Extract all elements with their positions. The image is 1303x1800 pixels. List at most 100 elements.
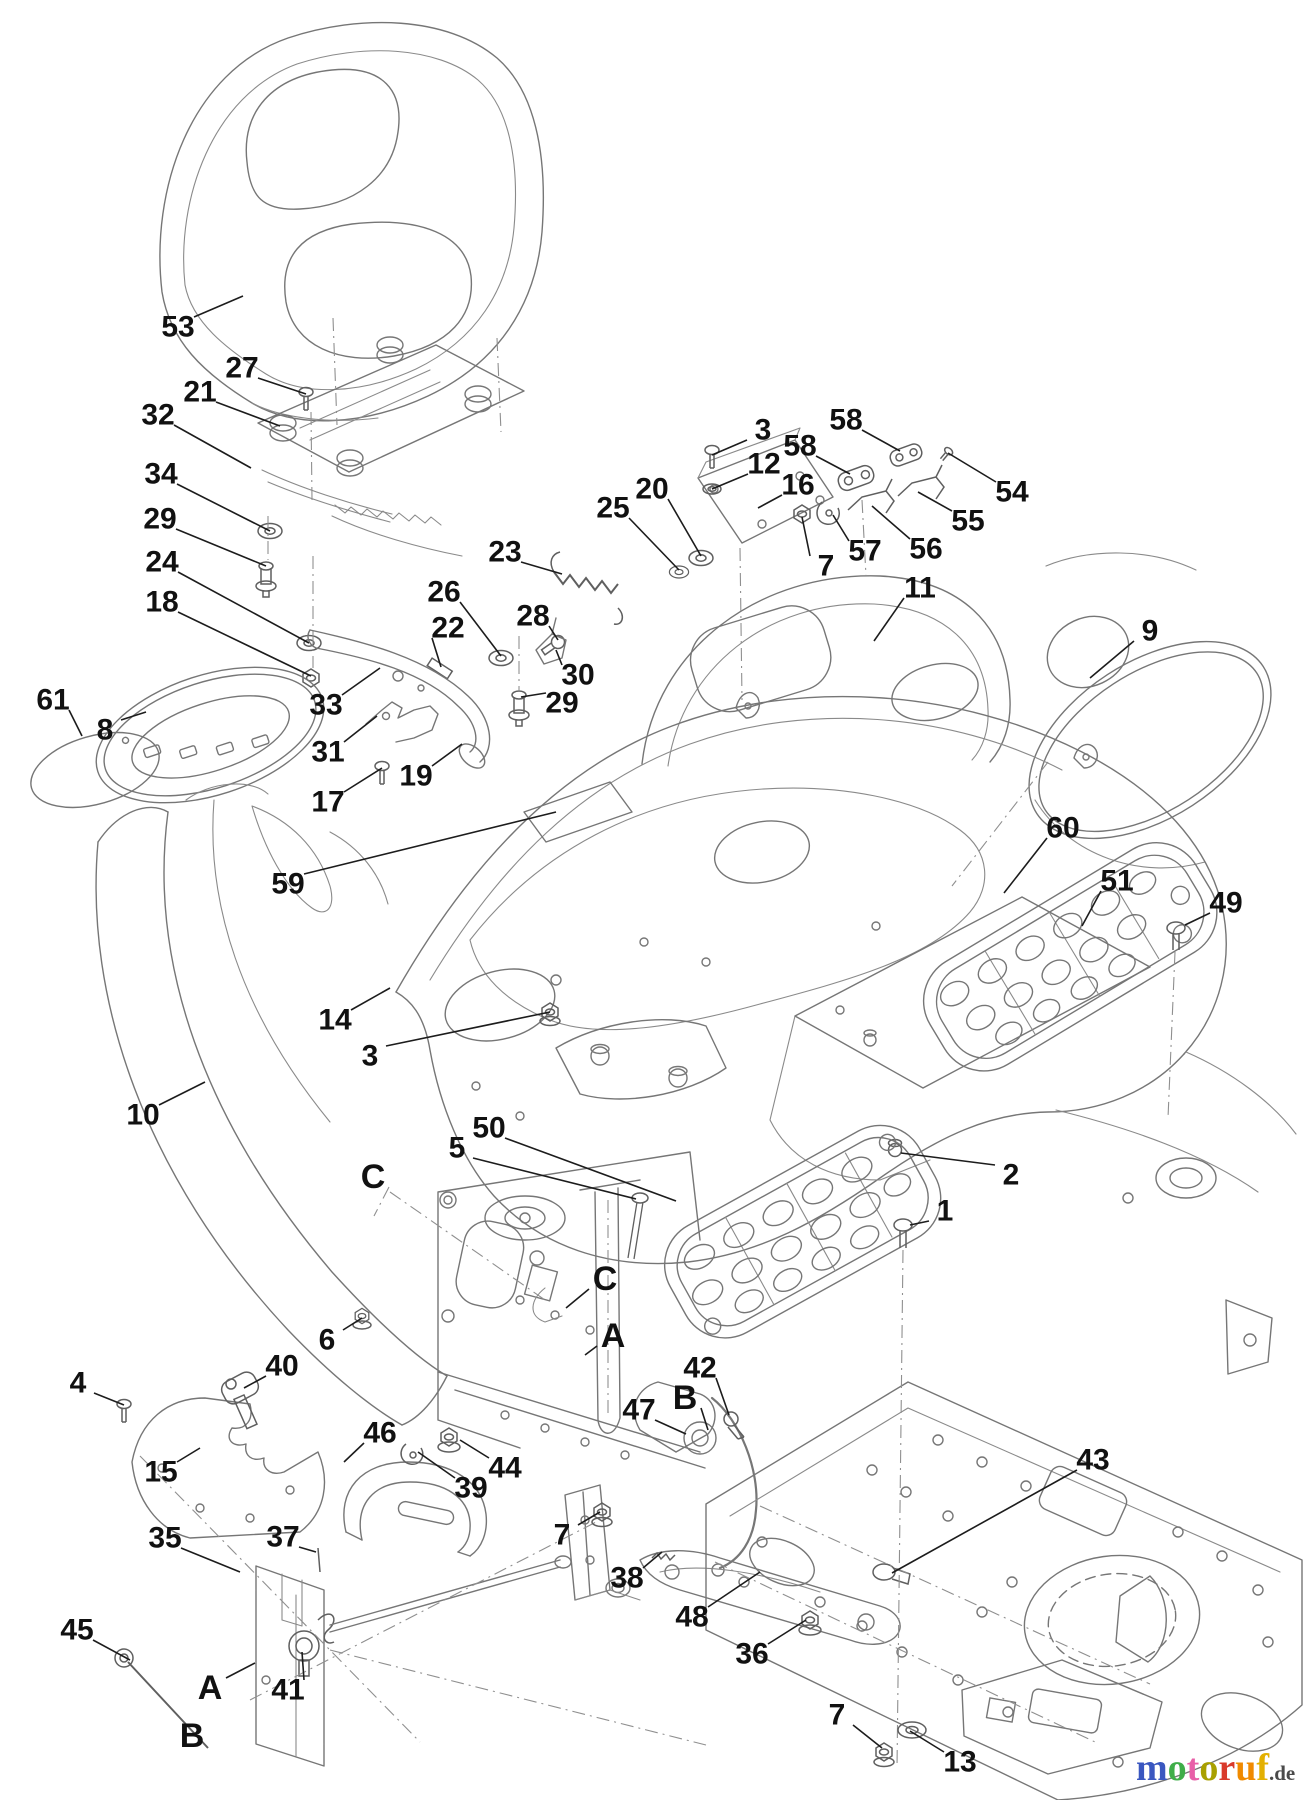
callout-47: 47 xyxy=(622,1394,655,1427)
callout-C: C xyxy=(593,1260,618,1298)
leader-line-48 xyxy=(707,1571,761,1608)
callout-50: 50 xyxy=(472,1112,505,1145)
leader-line-53 xyxy=(193,295,244,318)
seat-latch-bracket xyxy=(697,427,834,544)
leader-line-61 xyxy=(68,709,83,737)
callout-61: 61 xyxy=(36,684,69,717)
washer-13 xyxy=(897,1721,927,1739)
seat-alignment-dashes xyxy=(332,317,502,433)
clip-39 xyxy=(400,1443,424,1465)
leader-line-10 xyxy=(158,1081,206,1106)
callout-15: 15 xyxy=(144,1456,177,1489)
pin-37 xyxy=(317,1547,321,1573)
callout-32: 32 xyxy=(141,399,174,432)
watermark-letter: r xyxy=(1218,1747,1236,1789)
callout-25: 25 xyxy=(596,492,629,525)
callout-11: 11 xyxy=(904,572,936,605)
callout-layer: 5327213234292418222623283029333117196185… xyxy=(36,295,1243,1779)
left-armrest-pad xyxy=(95,666,325,804)
bolt-42 xyxy=(723,1411,745,1440)
backrest-panel xyxy=(641,575,1098,769)
motoruf-watermark: motoruf.de xyxy=(1136,1748,1303,1793)
callout-5: 5 xyxy=(449,1132,466,1165)
callout-37: 37 xyxy=(266,1521,299,1554)
callout-60: 60 xyxy=(1046,812,1079,845)
leader-line-23 xyxy=(520,561,563,575)
leader-line-37 xyxy=(298,1546,317,1553)
callout-58: 58 xyxy=(783,430,816,463)
leader-line-A xyxy=(584,1345,598,1356)
axle-bolt-43 xyxy=(872,1563,911,1585)
leader-line-3 xyxy=(385,1011,551,1047)
leader-line-28 xyxy=(548,625,559,641)
leader-line-39 xyxy=(417,1451,456,1479)
leader-line-24 xyxy=(177,571,310,644)
lift-rod-45 xyxy=(114,1648,209,1749)
callout-8: 8 xyxy=(97,714,114,747)
nut-7-left xyxy=(591,1502,613,1528)
lower-frame-dashes xyxy=(139,1455,707,1746)
callout-19: 19 xyxy=(399,760,432,793)
callout-57: 57 xyxy=(848,535,881,568)
callout-35: 35 xyxy=(148,1522,181,1555)
footrest-pad-right xyxy=(922,841,1218,1072)
seat-switch-hardware xyxy=(816,443,954,525)
leader-line-34 xyxy=(176,483,271,532)
callout-4: 4 xyxy=(70,1367,87,1400)
leader-line-1 xyxy=(909,1220,930,1226)
leader-line-18 xyxy=(177,611,312,677)
callout-B: B xyxy=(180,1717,205,1755)
callout-39: 39 xyxy=(454,1472,487,1505)
leader-line-42 xyxy=(715,1377,730,1416)
callout-45: 45 xyxy=(60,1614,93,1647)
callout-59: 59 xyxy=(271,868,304,901)
leader-line-58 xyxy=(815,455,851,475)
frame-center-dashes xyxy=(389,1191,609,1415)
pin-5 xyxy=(627,1192,649,1260)
seat-cushion xyxy=(159,21,545,422)
watermark-letter: o xyxy=(1199,1747,1219,1789)
callout-56: 56 xyxy=(909,533,942,566)
leader-line-43 xyxy=(891,1469,1078,1574)
armrest-alignment-dash xyxy=(951,761,1049,887)
flange-nut-3 xyxy=(539,1002,561,1027)
callout-3: 3 xyxy=(755,414,772,447)
chassis-dashes xyxy=(714,1249,1151,1769)
callout-43: 43 xyxy=(1076,1444,1109,1477)
callout-30: 30 xyxy=(561,659,594,692)
pin-49 xyxy=(1166,921,1186,950)
callout-A: A xyxy=(198,1669,223,1707)
tension-spring xyxy=(550,551,624,625)
seat-plate-hardware xyxy=(255,386,568,727)
callout-21: 21 xyxy=(183,376,216,409)
oval-decal-61 xyxy=(30,731,160,809)
callout-58: 58 xyxy=(829,404,862,437)
pivot-axle xyxy=(329,1484,641,1633)
callout-40: 40 xyxy=(265,1350,298,1383)
leader-line-13 xyxy=(909,1730,945,1753)
callout-54: 54 xyxy=(995,476,1029,509)
callout-B: B xyxy=(673,1379,698,1417)
lift-handle xyxy=(343,1461,488,1557)
callout-20: 20 xyxy=(635,473,668,506)
callout-23: 23 xyxy=(488,536,521,569)
knob-41 xyxy=(288,1613,335,1677)
latch-bracket-hardware xyxy=(668,444,811,579)
leader-line-29 xyxy=(520,692,547,698)
bracket-alignment-dashes xyxy=(739,499,867,701)
callout-10: 10 xyxy=(126,1099,159,1132)
leader-line-7 xyxy=(852,1724,883,1749)
callout-9: 9 xyxy=(1142,615,1159,648)
leader-line-51 xyxy=(1081,890,1102,927)
leader-line-33 xyxy=(341,667,381,696)
leader-line-29 xyxy=(175,528,267,567)
leader-line-40 xyxy=(243,1375,267,1389)
callout-7: 7 xyxy=(554,1519,571,1552)
callout-27: 27 xyxy=(225,352,258,385)
callout-3: 3 xyxy=(362,1040,379,1073)
callout-31: 31 xyxy=(311,736,344,769)
watermark-letter: u xyxy=(1235,1747,1257,1789)
heat-shield-panel xyxy=(794,896,1151,1089)
